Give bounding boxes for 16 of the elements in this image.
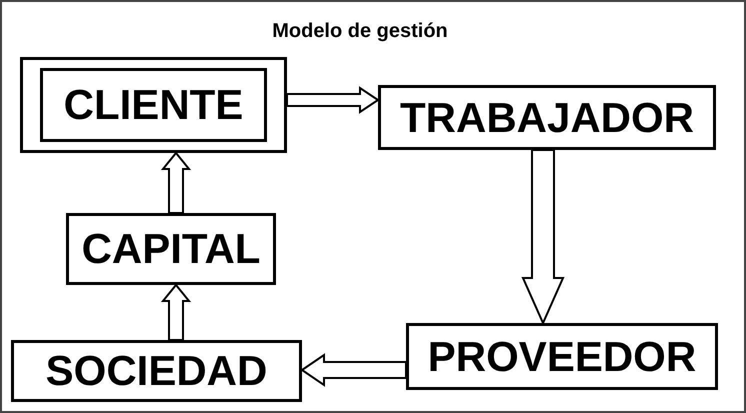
block-arrow bbox=[160, 283, 192, 341]
process-box bbox=[378, 85, 716, 150]
process-box bbox=[11, 340, 302, 402]
process-box bbox=[66, 213, 276, 285]
node-label: PROVEEDOR bbox=[428, 332, 696, 380]
diagram-title: Modelo de gestión bbox=[271, 20, 449, 43]
block-arrow bbox=[300, 353, 407, 387]
node-label: CLIENTE bbox=[64, 81, 244, 129]
node-label: SOCIEDAD bbox=[46, 347, 268, 395]
process-box bbox=[406, 323, 718, 390]
block-arrow bbox=[160, 151, 192, 214]
node-label: TRABAJADOR bbox=[400, 94, 694, 142]
block-arrow bbox=[286, 86, 380, 114]
double-bordered-box bbox=[20, 57, 287, 153]
node-label: CAPITAL bbox=[82, 225, 260, 273]
block-arrow bbox=[521, 149, 565, 326]
